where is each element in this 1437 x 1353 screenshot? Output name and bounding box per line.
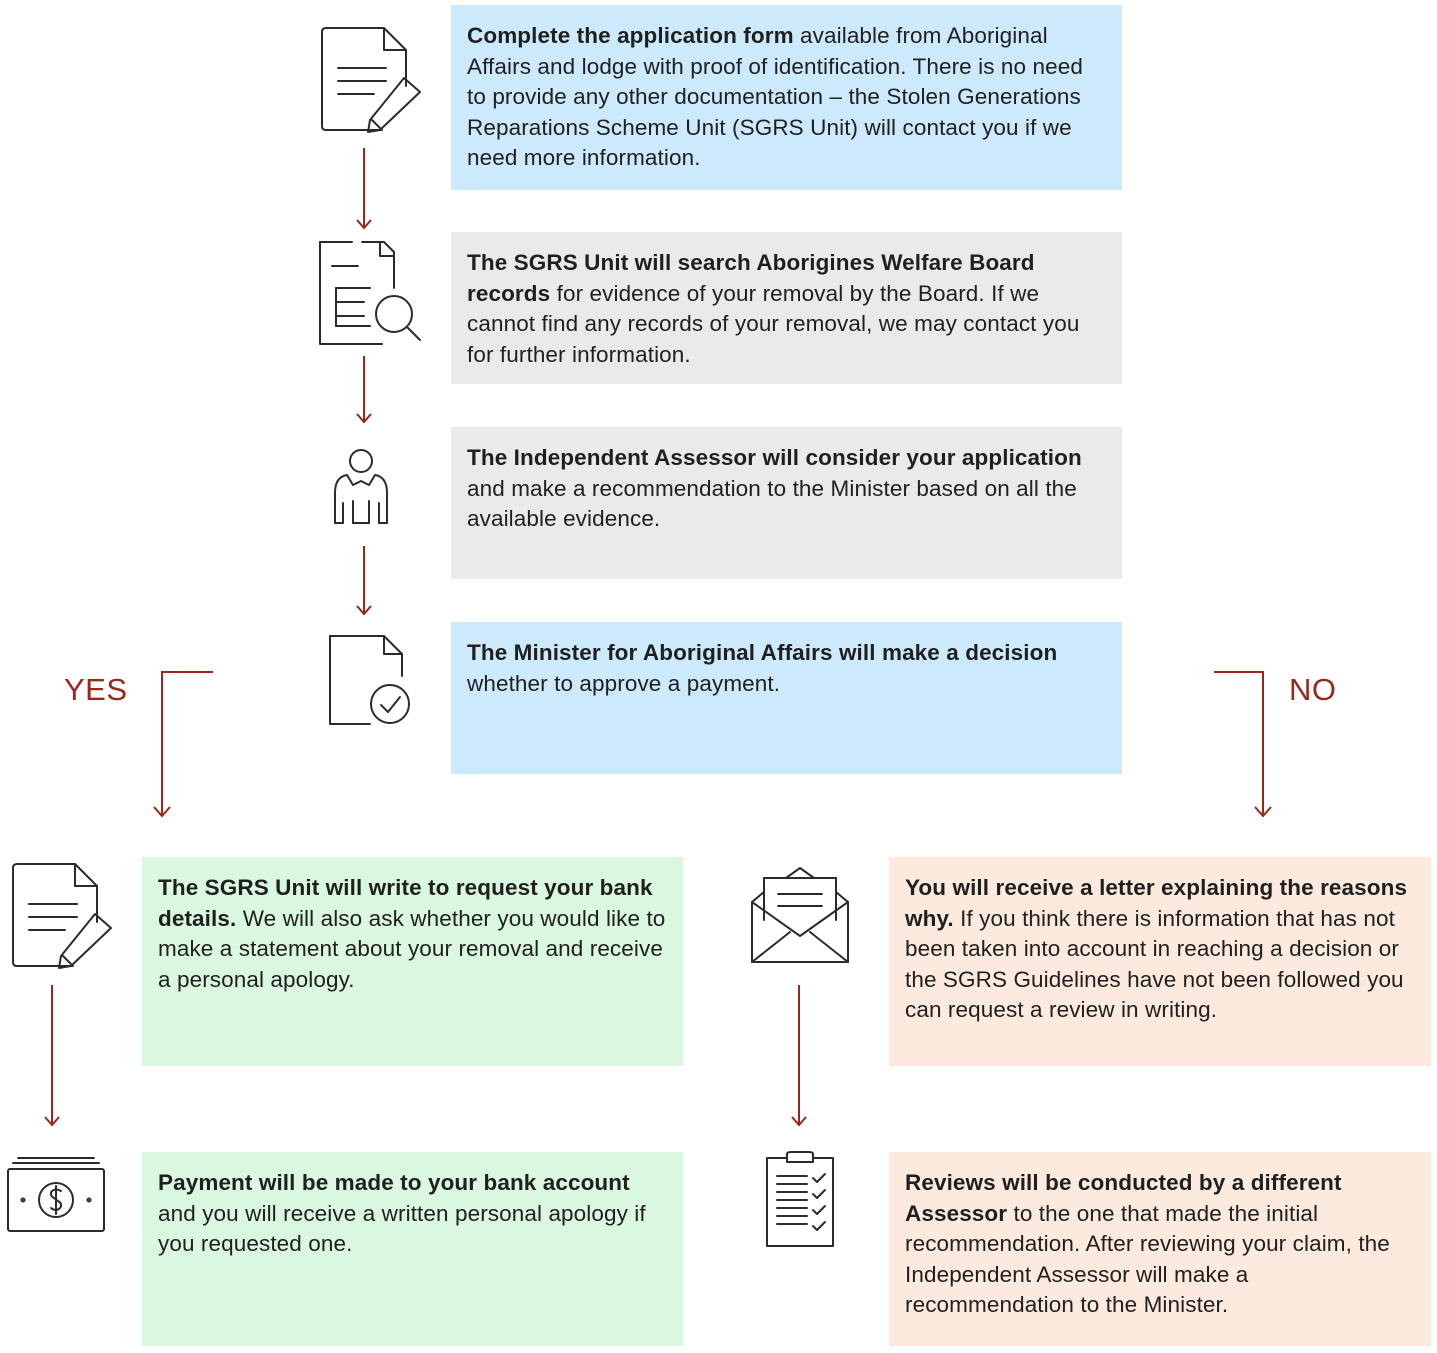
step-text: whether to approve a payment. (467, 670, 781, 696)
step-text: available from Aboriginal Affairs and lo… (467, 23, 1083, 170)
yes-label: YES (64, 672, 128, 707)
down-arrow (356, 546, 372, 618)
step-bold-text: The Independent Assessor will consider y… (467, 445, 1082, 470)
person-icon (333, 449, 389, 525)
step-bold-text: The SGRS Unit will search Aborigines Wel… (467, 250, 1035, 306)
step-text: to the one that made the initial recomme… (905, 1200, 1390, 1318)
envelope-letter-icon (750, 866, 850, 964)
step-bold-text: The Minister for Aboriginal Affairs will… (467, 640, 1058, 665)
step-text: We will also ask whether you would like … (158, 905, 666, 992)
no-step-letter: You will receive a letter explaining the… (889, 857, 1431, 1066)
step-bold-text: Reviews will be conducted by a different… (905, 1170, 1342, 1226)
no-label: NO (1289, 672, 1337, 707)
step-independent-assessor: The Independent Assessor will consider y… (451, 427, 1122, 579)
step-text: for evidence of your removal by the Boar… (467, 280, 1080, 367)
step-bold-text: The SGRS Unit will write to request your… (158, 875, 653, 931)
down-arrow (356, 356, 372, 426)
document-pen-icon (11, 862, 117, 969)
document-search-icon (318, 240, 422, 346)
no-branch-arrow (1213, 671, 1275, 821)
document-check-icon (328, 634, 412, 726)
money-icon (6, 1156, 106, 1234)
down-arrow (791, 985, 807, 1129)
down-arrow (356, 148, 372, 232)
step-bold-text: You will receive a letter explaining the… (905, 875, 1408, 931)
step-complete-application: Complete the application form available … (451, 5, 1122, 190)
yes-branch-arrow (153, 671, 215, 821)
step-bold-text: Payment will be made to your bank accoun… (158, 1170, 630, 1195)
step-bold-text: Complete the application form (467, 23, 794, 48)
step-minister-decision: The Minister for Aboriginal Affairs will… (451, 622, 1122, 774)
step-text: and make a recommendation to the Ministe… (467, 475, 1077, 532)
down-arrow (44, 985, 60, 1129)
yes-step-bank-details: The SGRS Unit will write to request your… (142, 857, 683, 1066)
step-text: If you think there is information that h… (905, 905, 1404, 1023)
step-text: and you will receive a written personal … (158, 1200, 646, 1257)
document-pen-icon (320, 26, 426, 133)
no-step-review: Reviews will be conducted by a different… (889, 1152, 1431, 1346)
step-search-records: The SGRS Unit will search Aborigines Wel… (451, 232, 1122, 384)
yes-step-payment: Payment will be made to your bank accoun… (142, 1152, 683, 1346)
clipboard-checklist-icon (765, 1150, 835, 1250)
